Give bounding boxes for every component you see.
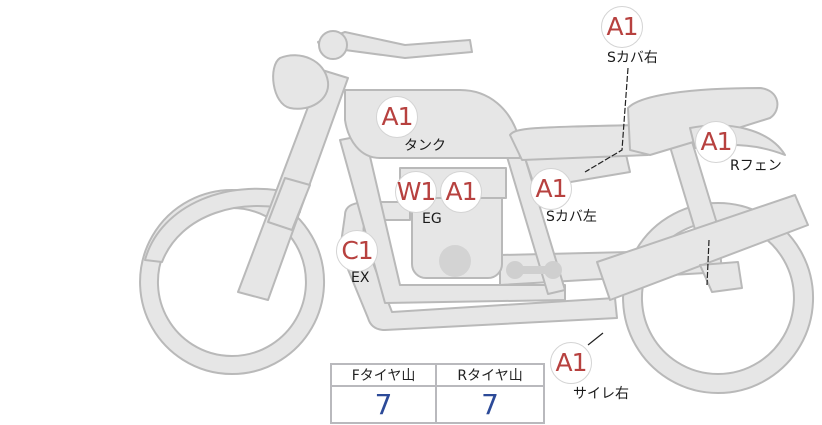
front-tire-value: 7 bbox=[329, 385, 438, 424]
leader-line-scover-right bbox=[584, 67, 629, 173]
part-label-tank: タンク bbox=[404, 138, 446, 154]
damage-code-scover-right: A1 bbox=[601, 6, 643, 48]
seat-rear bbox=[627, 87, 779, 156]
leader-line-silencer bbox=[587, 332, 604, 346]
mirror bbox=[318, 30, 348, 60]
tire-tread-table: Fタイヤ山 Rタイヤ山 7 7 bbox=[329, 363, 545, 424]
part-label-exhaust: EX bbox=[351, 270, 370, 286]
rear-tire-header: Rタイヤ山 bbox=[435, 363, 545, 387]
seat-front bbox=[509, 124, 649, 161]
engine-cover bbox=[439, 245, 471, 277]
damage-code-tank: A1 bbox=[376, 96, 418, 138]
part-label-silencer-right: サイレ右 bbox=[573, 386, 629, 402]
front-tire-header: Fタイヤ山 bbox=[329, 363, 438, 387]
part-label-scover-left: Sカバ左 bbox=[546, 209, 597, 225]
part-label-scover-right: Sカバ右 bbox=[607, 50, 658, 66]
leader-line-silencer-right bbox=[706, 239, 710, 286]
rear-tire-value: 7 bbox=[435, 385, 545, 424]
muffler-end bbox=[699, 261, 743, 293]
damage-code-engine-a: A1 bbox=[440, 171, 482, 213]
damage-code-silencer-right: A1 bbox=[550, 342, 592, 384]
damage-code-exhaust: C1 bbox=[336, 230, 378, 272]
fork-boot bbox=[267, 177, 311, 231]
headlight bbox=[272, 54, 330, 110]
part-label-rear-fender: Rフェン bbox=[730, 158, 782, 174]
footpeg bbox=[506, 261, 562, 279]
damage-code-rear-fender: A1 bbox=[695, 121, 737, 163]
part-label-engine: EG bbox=[422, 211, 442, 227]
muffler bbox=[596, 194, 809, 301]
damage-code-scover-left: A1 bbox=[530, 168, 572, 210]
damage-code-engine-w: W1 bbox=[395, 171, 437, 213]
